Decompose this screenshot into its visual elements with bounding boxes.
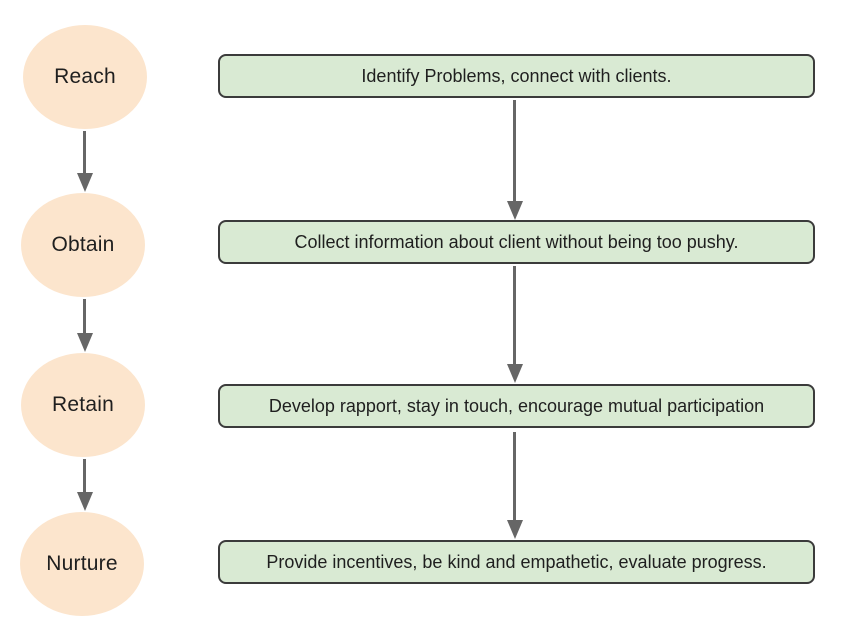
arrow-stem (513, 266, 516, 364)
arrow-head-icon (506, 364, 523, 383)
stage-circle-retain: Retain (21, 353, 145, 457)
arrow-stem (83, 459, 86, 492)
stage-circle-obtain: Obtain (21, 193, 145, 297)
description-box-reach: Identify Problems, connect with clients. (218, 54, 815, 98)
description-box-nurture: Provide incentives, be kind and empathet… (218, 540, 815, 584)
arrow-stem (513, 100, 516, 201)
stage-label: Retain (52, 393, 114, 416)
arrow-head-icon (76, 173, 93, 192)
description-text: Identify Problems, connect with clients. (361, 65, 672, 86)
description-text: Collect information about client without… (294, 231, 739, 252)
stage-circle-nurture: Nurture (20, 512, 144, 616)
arrow-head-icon (76, 492, 93, 511)
arrow-head-icon (506, 520, 523, 539)
arrow-stem (513, 432, 516, 520)
stage-label: Reach (54, 65, 116, 88)
stage-label: Nurture (46, 552, 118, 575)
description-box-retain: Develop rapport, stay in touch, encourag… (218, 384, 815, 428)
stage-circle-reach: Reach (23, 25, 147, 129)
description-text: Provide incentives, be kind and empathet… (266, 551, 767, 572)
stage-label: Obtain (51, 233, 115, 256)
arrow-stem (83, 131, 86, 173)
arrow-head-icon (76, 333, 93, 352)
arrow-stem (83, 299, 86, 333)
description-box-obtain: Collect information about client without… (218, 220, 815, 264)
arrow-head-icon (506, 201, 523, 220)
description-text: Develop rapport, stay in touch, encourag… (268, 395, 765, 416)
